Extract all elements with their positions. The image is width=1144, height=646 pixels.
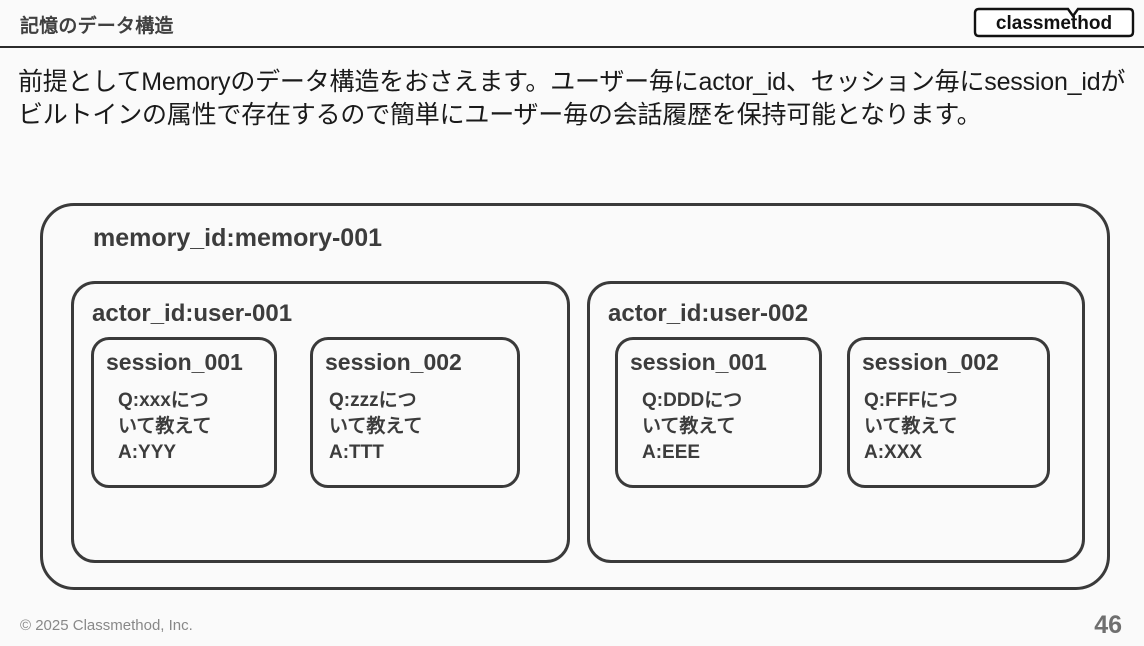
session-content: Q:xxxにつ いて教えて A:YYY — [118, 388, 268, 467]
session-content: Q:zzzにつ いて教えて A:TTT — [329, 388, 479, 467]
session-title: session_001 — [106, 349, 243, 375]
page-title: 記憶のデータ構造 — [20, 16, 174, 37]
session-content-line: A:TTT — [329, 442, 384, 464]
session-content-line: Q:FFFにつ — [864, 390, 958, 411]
actor-id-label: actor_id:user-002 — [608, 300, 809, 327]
memory-container: memory_id:memory-001 actor_id:user-001 s… — [40, 203, 1110, 590]
session-content: Q:FFFにつ いて教えて A:XXX — [864, 388, 1014, 467]
memory-id-label: memory_id:memory-001 — [93, 224, 383, 252]
copyright-notice: © 2025 Classmethod, Inc. — [20, 617, 193, 634]
session-content-line: A:XXX — [864, 442, 923, 464]
session-content-line: いて教えて — [329, 416, 423, 438]
session-title: session_002 — [325, 349, 462, 375]
session-box-user001-session002: session_002 Q:zzzにつ いて教えて A:TTT — [310, 337, 520, 488]
lead-paragraph: 前提としてMemoryのデータ構造をおさえます。ユーザー毎にactor_id、セ… — [18, 68, 1126, 129]
page-number: 46 — [1094, 611, 1122, 639]
slide-header: 記憶のデータ構造 classmethod — [0, 0, 1144, 48]
actor-id-label: actor_id:user-001 — [92, 300, 293, 327]
session-box-user002-session001: session_001 Q:DDDにつ いて教えて A:EEE — [615, 337, 822, 488]
actor-container-user-001: actor_id:user-001 session_001 Q:xxxにつ いて… — [71, 281, 570, 563]
session-content-line: A:YYY — [118, 442, 177, 464]
session-box-user002-session002: session_002 Q:FFFにつ いて教えて A:XXX — [847, 337, 1050, 488]
session-content-line: Q:DDDにつ — [642, 390, 743, 411]
actor-container-user-002: actor_id:user-002 session_001 Q:DDDにつ いて… — [587, 281, 1085, 563]
session-content-line: Q:zzzにつ — [329, 390, 417, 411]
session-content-line: Q:xxxにつ — [118, 390, 209, 411]
session-content-line: A:EEE — [642, 442, 701, 464]
classmethod-logo-text: classmethod — [996, 13, 1112, 34]
session-content: Q:DDDにつ いて教えて A:EEE — [642, 388, 792, 467]
session-content-line: いて教えて — [864, 416, 958, 438]
classmethod-logo: classmethod — [972, 7, 1136, 38]
session-title: session_001 — [630, 349, 767, 375]
session-content-line: いて教えて — [642, 416, 736, 438]
session-box-user001-session001: session_001 Q:xxxにつ いて教えて A:YYY — [91, 337, 277, 488]
session-content-line: いて教えて — [118, 416, 212, 438]
session-title: session_002 — [862, 349, 999, 375]
